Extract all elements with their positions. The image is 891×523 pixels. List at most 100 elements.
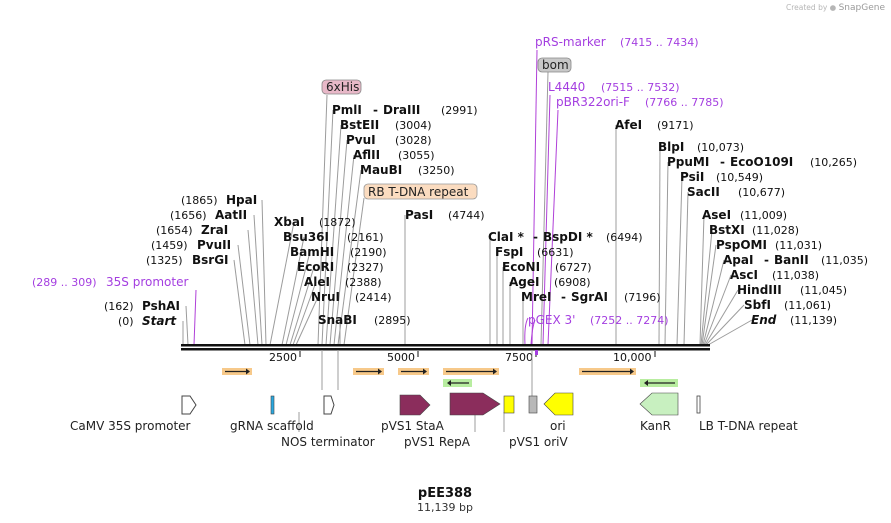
site-bsrg[interactable]: BsrGI — [192, 253, 229, 267]
site-pos: (3055) — [398, 149, 435, 162]
site-fsp[interactable]: FspI — [495, 245, 523, 259]
site-ppum[interactable]: PpuMI — [667, 155, 709, 169]
primer-leader-lines — [193, 49, 559, 346]
orf-arrow[interactable] — [222, 368, 252, 375]
site-aat2[interactable]: AatII — [215, 208, 247, 222]
feature-repa[interactable]: pVS1 RepA — [404, 392, 501, 449]
site-dash: - — [764, 253, 769, 267]
orf-arrow[interactable] — [443, 368, 499, 375]
primer-l4440-label[interactable]: L4440 — [548, 80, 585, 94]
site-pos: (11,045) — [800, 284, 847, 297]
orf-arrow[interactable] — [353, 368, 384, 375]
site-pos: (162) — [104, 300, 134, 313]
feature-camv[interactable]: CaMV 35S promoter — [70, 395, 197, 433]
enzyme-labels-center: ClaI * - BspDI * (6494) FspI (6631) EcoN… — [488, 230, 661, 304]
box-6xhis[interactable]: 6xHis — [321, 79, 362, 95]
primer-pgex-range: (7252 .. 7274) — [590, 314, 669, 327]
site-sbf[interactable]: SbfI — [744, 298, 771, 312]
primer-l4440-range: (7515 .. 7532) — [601, 81, 680, 94]
site-snab[interactable]: SnaBI — [318, 313, 357, 327]
box-rb-tdna[interactable]: RB T-DNA repeat — [363, 183, 478, 200]
orf-arrow[interactable] — [579, 368, 636, 375]
site-ecor[interactable]: EcoRI — [297, 260, 334, 274]
site-cla[interactable]: ClaI * — [488, 230, 525, 244]
site-psi[interactable]: PsiI — [680, 170, 704, 184]
scale-ticks: 2500 5000 7500 10,000 — [269, 351, 652, 364]
feature-lb[interactable]: LB T-DNA repeat — [696, 395, 798, 433]
site-pos: (6908) — [554, 276, 591, 289]
site-psha[interactable]: PshAI — [142, 299, 180, 313]
site-ale[interactable]: AleI — [304, 275, 330, 289]
orf-arrow-reverse[interactable] — [640, 379, 678, 387]
site-pos: (1654) — [156, 224, 193, 237]
site-ban2[interactable]: BanII — [774, 253, 809, 267]
site-pml[interactable]: PmlI — [332, 103, 362, 117]
site-age[interactable]: AgeI — [509, 275, 539, 289]
site-end[interactable]: End — [751, 313, 777, 327]
feature-oriv[interactable]: pVS1 oriV — [503, 395, 569, 449]
site-afe[interactable]: AfeI — [615, 118, 642, 132]
site-econ[interactable]: EcoNI — [502, 260, 540, 274]
site-dash: - — [533, 230, 538, 244]
feature-oriv-marker[interactable] — [528, 395, 538, 414]
site-sac2[interactable]: SacII — [687, 185, 720, 199]
site-asc[interactable]: AscI — [730, 268, 758, 282]
site-pspom[interactable]: PspOMI — [716, 238, 767, 252]
site-hpa[interactable]: HpaI — [226, 193, 257, 207]
snapgene-watermark: Created by ● SnapGene — [786, 3, 885, 13]
feature-nos[interactable]: NOS terminator — [281, 395, 375, 449]
site-bsu36[interactable]: Bsu36I — [283, 230, 329, 244]
tick-label: 2500 — [269, 351, 297, 364]
primer-pbr-label[interactable]: pBR322ori-F — [556, 95, 630, 109]
site-nru[interactable]: NruI — [311, 290, 340, 304]
site-pas[interactable]: PasI — [405, 208, 433, 222]
feature-camv-label: CaMV 35S promoter — [70, 419, 191, 433]
site-pvu2[interactable]: PvuII — [197, 238, 231, 252]
site-pos: (0) — [118, 315, 134, 328]
site-dash: - — [373, 103, 378, 117]
box-bom[interactable]: bom — [537, 57, 572, 73]
site-bamh[interactable]: BamHI — [290, 245, 334, 259]
orf-arrow-reverse[interactable] — [443, 379, 472, 387]
site-pvu1[interactable]: PvuI — [346, 133, 376, 147]
site-pos: (2161) — [347, 231, 384, 244]
site-xba[interactable]: XbaI — [274, 215, 304, 229]
site-pos: (1872) — [319, 216, 356, 229]
site-ase[interactable]: AseI — [702, 208, 731, 222]
site-dra3[interactable]: DraIII — [383, 103, 420, 117]
site-pos: (9171) — [657, 119, 694, 132]
site-pos: (2991) — [441, 104, 478, 117]
feature-ori[interactable]: ori — [543, 392, 574, 433]
orf-track — [222, 368, 678, 387]
site-sgra[interactable]: SgrAI — [571, 290, 608, 304]
site-hind3[interactable]: HindIII — [737, 283, 782, 297]
site-mre[interactable]: MreI — [521, 290, 551, 304]
primer-pgex-label[interactable]: pGEX 3' — [528, 313, 575, 327]
site-pos: (2190) — [350, 246, 387, 259]
feature-kanr[interactable]: KanR — [639, 392, 679, 433]
site-pos: (10,549) — [716, 171, 763, 184]
site-start[interactable]: Start — [142, 314, 177, 328]
site-zra[interactable]: ZraI — [201, 223, 228, 237]
feature-stab[interactable]: pVS1 StaA — [381, 394, 445, 433]
primer-35s-label[interactable]: 35S promoter — [106, 275, 188, 289]
feature-stab-label: pVS1 StaA — [381, 419, 445, 433]
site-blp[interactable]: BlpI — [658, 140, 684, 154]
site-apa[interactable]: ApaI — [723, 253, 753, 267]
primer-pbr-range: (7766 .. 7785) — [645, 96, 724, 109]
feature-oriv-label: pVS1 oriV — [509, 435, 569, 449]
primer-35s-range: (289 .. 309) — [32, 276, 97, 289]
primer-prs-label[interactable]: pRS-marker — [535, 35, 606, 49]
site-maub[interactable]: MauBI — [360, 163, 402, 177]
site-afl2[interactable]: AflII — [353, 148, 380, 162]
site-pos: (11,031) — [775, 239, 822, 252]
snapgene-logo-icon: ● — [829, 3, 837, 12]
site-bspd[interactable]: BspDI * — [543, 230, 593, 244]
feature-grna[interactable]: gRNA scaffold — [230, 395, 314, 433]
orf-arrow[interactable] — [398, 368, 429, 375]
site-eco109[interactable]: EcoO109I — [730, 155, 793, 169]
site-pos: (2414) — [355, 291, 392, 304]
site-bstx[interactable]: BstXI — [709, 223, 745, 237]
site-pos: (6727) — [555, 261, 592, 274]
site-bste2[interactable]: BstEII — [340, 118, 379, 132]
